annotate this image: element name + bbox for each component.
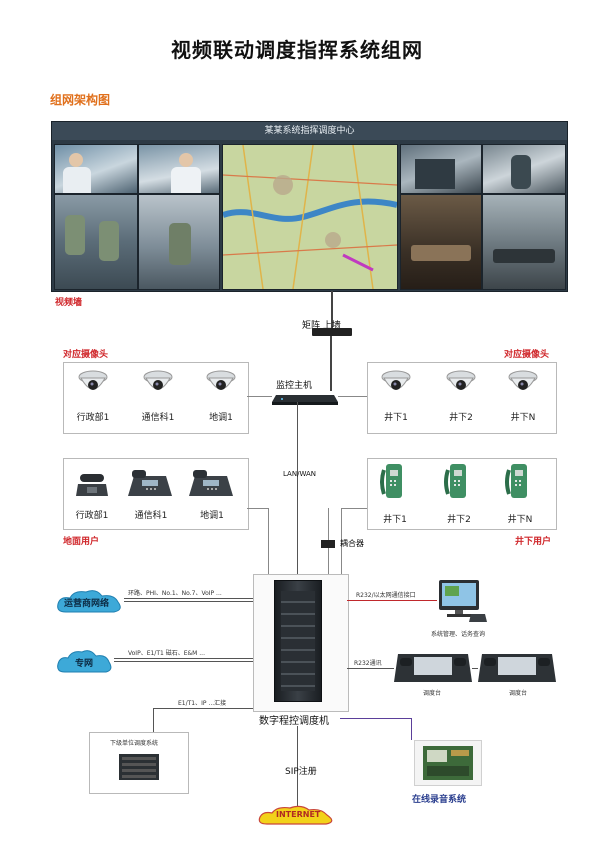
r232-comm-label: R232通讯 <box>354 660 382 667</box>
monitor-host-label: 监控主机 <box>276 381 313 391</box>
mining-phone-icon <box>444 462 470 506</box>
private-network-cloud-icon <box>56 648 114 676</box>
mining-phone-icon <box>380 462 406 506</box>
console-label: 调度台 <box>423 690 442 697</box>
internet-label: INTERNET <box>276 810 321 819</box>
video-tile <box>482 144 566 194</box>
cameras-left-heading: 对应摄像头 <box>63 350 109 360</box>
video-tile <box>138 194 220 290</box>
camera-label: 地调1 <box>209 413 233 423</box>
matrix-device <box>312 328 352 336</box>
switch-cabinet-device <box>274 580 322 702</box>
page-title: 视频联动调度指挥系统组网 <box>171 38 423 62</box>
dome-camera-icon <box>381 370 411 400</box>
video-tile <box>400 194 482 290</box>
video-wall-label: 视频墙 <box>55 298 83 308</box>
dome-camera-icon <box>446 370 476 400</box>
mining-phone-icon <box>505 462 531 506</box>
subunit-device <box>119 754 159 780</box>
video-tile <box>54 194 138 290</box>
phone-label: 地调1 <box>200 511 224 521</box>
sip-label: SIP注册 <box>285 767 317 777</box>
phone-label: 井下1 <box>383 515 407 525</box>
r232-interface-label: R232/以太网通信接口 <box>356 592 416 599</box>
matrix-label: 矩阵 上墙 <box>302 321 341 331</box>
diagram-subtitle: 组网架构图 <box>50 93 111 107</box>
carrier-link-label: 环路、PHI、No.1、No.7、VoIP ... <box>128 590 222 597</box>
internet-cloud-icon <box>257 804 337 828</box>
lan-wan-label: LAN/WAN <box>283 470 317 478</box>
coupler-device <box>321 540 335 548</box>
e1-link-label: E1/T1、IP ...汇接 <box>178 700 227 707</box>
camera-label: 通信科1 <box>141 413 175 423</box>
cameras-right-heading: 对应摄像头 <box>504 350 550 360</box>
phone-label: 行政部1 <box>75 511 109 521</box>
private-link-label: VoIP、E1/T1 磁石、E&M ... <box>128 650 205 657</box>
recorder-device <box>414 740 482 786</box>
phone-label: 井下N <box>507 515 533 525</box>
carrier-network-cloud-icon <box>56 588 124 616</box>
dome-camera-icon <box>143 370 173 400</box>
camera-label: 井下2 <box>449 413 473 423</box>
phone-label: 通信科1 <box>134 511 168 521</box>
system-management-label: 系统管理、话务查询 <box>431 631 486 638</box>
desk-phone-icon <box>128 464 172 502</box>
video-wall-header: 某某系统指挥调度中心 <box>52 122 567 140</box>
video-wall: 某某系统指挥调度中心 <box>51 121 568 292</box>
map-display <box>222 144 398 290</box>
phones-left-heading: 地面用户 <box>63 537 100 547</box>
camera-label: 井下N <box>510 413 536 423</box>
dome-camera-icon <box>508 370 538 400</box>
phones-right-heading: 井下用户 <box>515 537 552 547</box>
camera-label: 行政部1 <box>76 413 110 423</box>
video-tile <box>54 144 138 194</box>
monitor-host-device <box>272 390 338 405</box>
dome-camera-icon <box>206 370 236 400</box>
private-network-label: 专网 <box>75 659 94 669</box>
recorder-label: 在线录音系统 <box>412 795 467 805</box>
coupler-label: 耦合器 <box>340 539 364 548</box>
console-label: 调度台 <box>509 690 528 697</box>
switch-label: 数字程控调度机 <box>259 716 329 727</box>
camera-label: 井下1 <box>384 413 408 423</box>
subunit-label: 下级单位调度系统 <box>110 740 159 747</box>
dispatch-console-device <box>394 648 472 684</box>
management-pc-icon <box>437 580 487 624</box>
phone-label: 井下2 <box>447 515 471 525</box>
video-tile <box>400 144 482 194</box>
dome-camera-icon <box>78 370 108 400</box>
desk-phone-icon <box>189 464 233 502</box>
video-tile <box>482 194 566 290</box>
carrier-network-label: 运营商网络 <box>64 599 110 609</box>
dispatch-console-device <box>478 648 556 684</box>
video-tile <box>138 144 220 194</box>
desk-phone-icon <box>74 466 110 502</box>
